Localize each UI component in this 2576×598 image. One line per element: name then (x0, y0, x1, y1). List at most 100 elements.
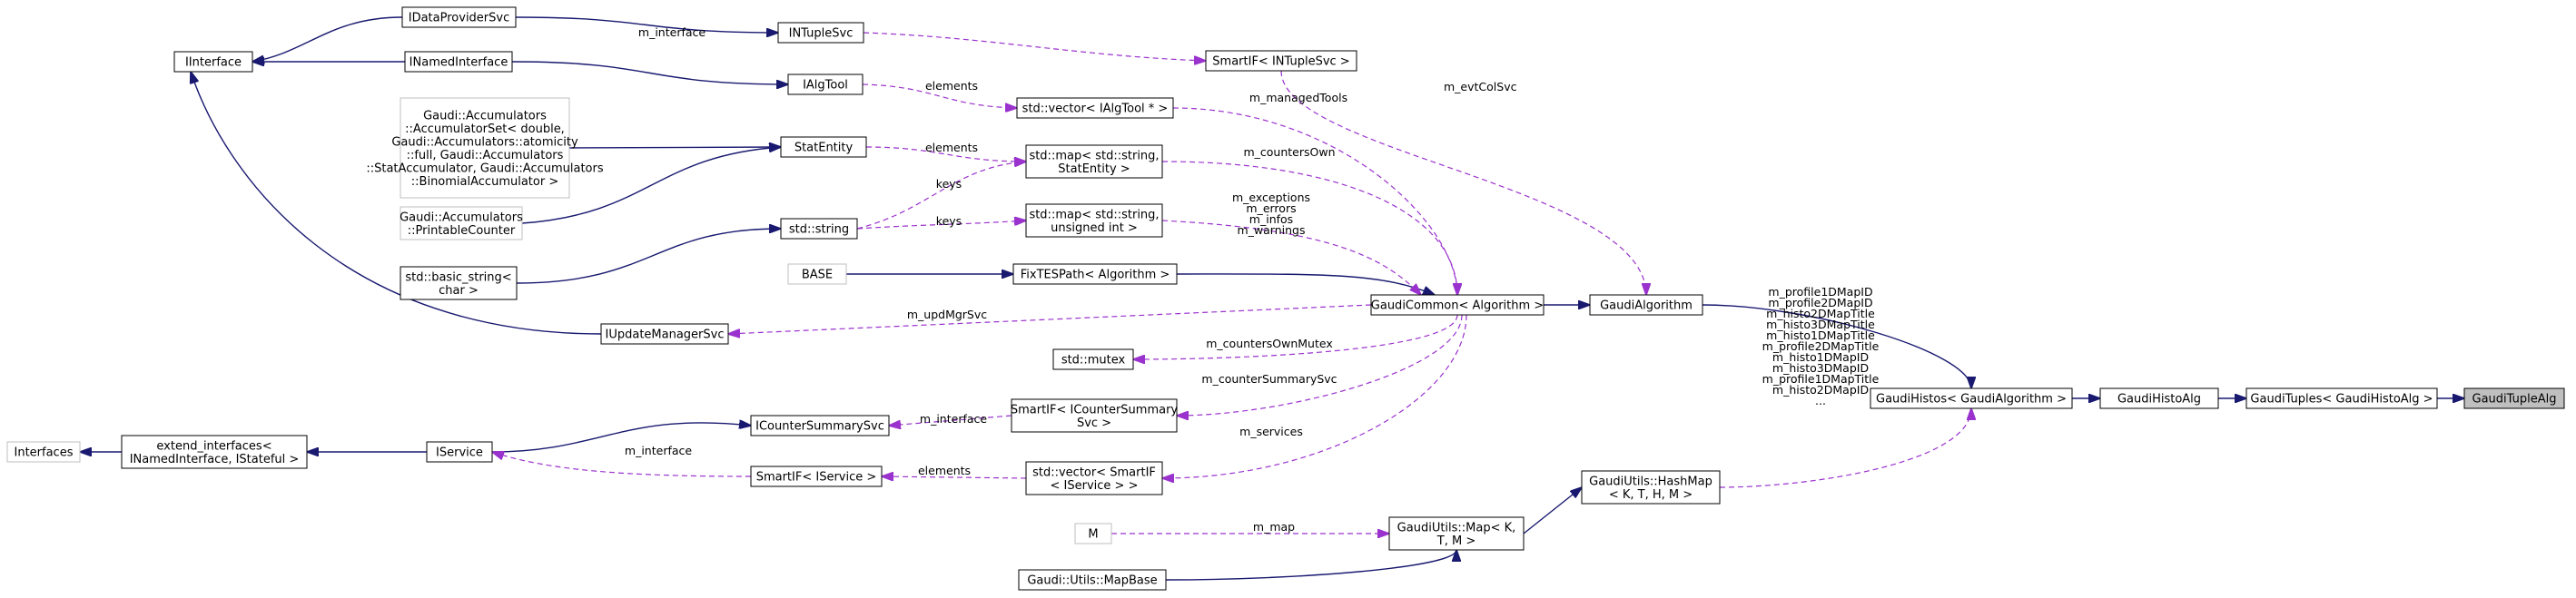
node-label: IAlgTool (803, 79, 848, 93)
edge-label-line: m_countersOwnMutex (1206, 337, 1333, 350)
edge-label-line: m_warnings (1238, 223, 1306, 237)
inheritance-edge-idata-provider-svc-to-intuple-svc (515, 16, 778, 33)
edge-label-m-managed-tools: m_managedTools (1249, 91, 1347, 104)
node-label: Gaudi::Accumulators (423, 109, 547, 123)
node-label: StatEntity > (1058, 162, 1130, 176)
edge-label-m-interface-counter: m_interface (920, 412, 987, 426)
usage-edge-vec-smart-if-to-smart-ifiservice (882, 476, 1027, 478)
node-m[interactable]: M (1074, 523, 1112, 544)
node-basic-string[interactable]: std::basic_string< char > (400, 266, 518, 300)
node-label: IService (436, 446, 483, 460)
usage-edge-map-stat-entity-to-gaudi-common (1161, 161, 1457, 295)
edge-label-m-services: m_services (1239, 425, 1303, 438)
inheritance-edge-printable-counter-to-stat-entity (521, 147, 781, 224)
node-gaudi-algorithm[interactable]: GaudiAlgorithm (1589, 294, 1703, 316)
edge-label-keys-uint: keys (936, 214, 962, 228)
node-gaudi-histo-alg[interactable]: GaudiHistoAlg (2099, 387, 2219, 409)
node-label: GaudiCommon< Algorithm > (1371, 299, 1544, 313)
node-intuple-svc[interactable]: INTupleSvc (777, 22, 864, 44)
node-iupdate-manager-svc[interactable]: IUpdateManagerSvc (600, 323, 729, 345)
edge-label-line: keys (936, 177, 962, 191)
edge-label-elements-service: elements (918, 464, 971, 477)
edge-label-line: m_histo2DMapTitle (1766, 307, 1875, 320)
node-box (1025, 461, 1163, 495)
usage-edge-smart-ifiservice-to-iservice (492, 452, 752, 477)
inheritance-edge-gaudi-utils-map-to-gaudi-utils-hash-map (1523, 487, 1582, 534)
node-inamed-interface[interactable]: INamedInterface (404, 51, 513, 73)
node-label: std::map< std::string, (1029, 149, 1159, 162)
node-box (750, 415, 890, 436)
node-box (600, 323, 729, 345)
node-box (121, 435, 308, 469)
node-std-string[interactable]: std::string (780, 218, 858, 240)
node-label: ICounterSummarySvc (755, 420, 884, 434)
node-label: SmartIF< INTupleSvc > (1212, 55, 1349, 69)
node-gaudi-tuple-alg[interactable]: GaudiTupleAlg (2463, 387, 2565, 409)
node-extend-interfaces[interactable]: extend_interfaces< INamedInterface, ISta… (121, 435, 308, 469)
node-label: std::mutex (1061, 354, 1126, 368)
inheritance-edge-iupdate-manager-svc-to-iinterface (191, 72, 602, 335)
node-label: unsigned int > (1051, 221, 1138, 235)
node-std-mutex[interactable]: std::mutex (1052, 348, 1134, 370)
edge-label-line: m_managedTools (1249, 91, 1347, 104)
node-box (6, 441, 81, 463)
inheritance-edge-basic-string-to-std-string (516, 229, 781, 284)
node-vec-smart-if[interactable]: std::vector< SmartIF< IService > > (1025, 461, 1163, 495)
node-ialg-tool[interactable]: IAlgTool (787, 74, 864, 95)
node-box (1025, 203, 1163, 238)
edge-label-m-interface-ntuple: m_interface (638, 25, 706, 39)
node-interfaces[interactable]: Interfaces (6, 441, 81, 463)
edge-label-line: m_map (1253, 520, 1295, 534)
edge-label-line: m_countersOwn (1243, 145, 1335, 159)
node-gaudi-tuples[interactable]: GaudiTuples< GaudiHistoAlg > (2245, 387, 2438, 409)
edge-label-line: m_counterSummarySvc (1201, 372, 1337, 386)
edge-label-line: elements (925, 79, 978, 93)
node-gaudi-histos[interactable]: GaudiHistos< GaudiAlgorithm > (1870, 387, 2073, 409)
node-label: T, M > (1436, 534, 1476, 548)
edge-label-line: m_profile2DMapTitle (1762, 339, 1880, 353)
edge-label-line: m_interface (920, 412, 987, 426)
node-label: std::vector< IAlgTool * > (1022, 103, 1169, 116)
node-label: extend_interfaces< (156, 439, 271, 453)
inheritance-edge-iservice-to-icounter-summary-svc (491, 423, 751, 453)
node-stat-entity[interactable]: StatEntity (780, 136, 867, 158)
node-box (2463, 387, 2565, 409)
node-base[interactable]: BASE (787, 263, 847, 285)
usage-edge-std-string-to-map-stat-entity (856, 162, 1026, 230)
node-label: std::basic_string< (405, 270, 511, 284)
edge-label-line: m_histo2DMapID (1772, 383, 1869, 397)
node-smart-ifiservice[interactable]: SmartIF< IService > (750, 466, 883, 487)
node-smart-ifntuple[interactable]: SmartIF< INTupleSvc > (1205, 50, 1357, 72)
edge-label-m-counter-summary-svc: m_counterSummarySvc (1201, 372, 1337, 386)
node-map-stat-entity[interactable]: std::map< std::string, StatEntity > (1025, 144, 1163, 179)
node-icounter-summary-svc[interactable]: ICounterSummarySvc (750, 415, 890, 436)
edge-label-line: elements (918, 464, 971, 477)
node-iinterface[interactable]: IInterface (173, 51, 253, 73)
node-gaudi-common[interactable]: GaudiCommon< Algorithm > (1370, 294, 1545, 316)
node-printable-counter[interactable]: Gaudi::Accumulators::PrintableCounter (400, 206, 523, 240)
node-iservice[interactable]: IService (426, 441, 493, 463)
edge-label-line: m_interface (625, 444, 692, 457)
node-smart-ifcounter[interactable]: SmartIF< ICounterSummarySvc > (1011, 398, 1179, 433)
node-gaudi-utils-map[interactable]: GaudiUtils::Map< K, T, M > (1388, 516, 1525, 551)
inheritance-edge-map-base-to-gaudi-utils-map (1165, 550, 1456, 581)
node-box (401, 6, 517, 28)
node-accumulator-set[interactable]: Gaudi::Accumulators::AccumulatorSet< dou… (366, 97, 604, 199)
node-label: FixTESPath< Algorithm > (1021, 269, 1170, 282)
node-map-base[interactable]: Gaudi::Utils::MapBase (1018, 569, 1167, 591)
node-gaudi-utils-hash-map[interactable]: GaudiUtils::HashMap< K, T, H, M > (1581, 470, 1721, 505)
node-box (173, 51, 253, 73)
node-box (777, 22, 864, 44)
node-fix-tespath[interactable]: FixTESPath< Algorithm > (1012, 263, 1178, 285)
node-map-uint[interactable]: std::map< std::string, unsigned int > (1025, 203, 1163, 238)
node-label: GaudiAlgorithm (1600, 299, 1693, 313)
edge-label-elements-tools: elements (925, 79, 978, 93)
node-label: Gaudi::Utils::MapBase (1027, 574, 1157, 588)
node-vec-ialg-tool[interactable]: std::vector< IAlgTool * > (1016, 97, 1174, 119)
node-box (1052, 348, 1134, 370)
node-box (426, 441, 493, 463)
node-label: ::PrintableCounter (408, 224, 516, 238)
node-label: INTupleSvc (789, 27, 854, 41)
node-idata-provider-svc[interactable]: IDataProviderSvc (401, 6, 517, 28)
